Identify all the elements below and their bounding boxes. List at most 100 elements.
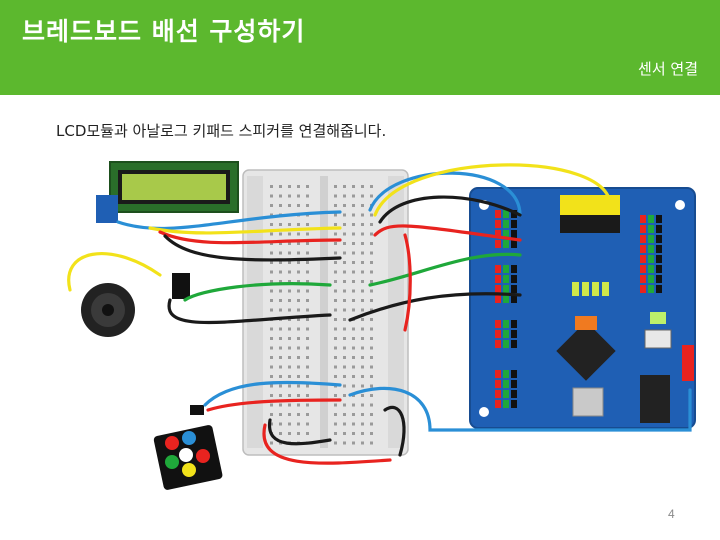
breadboard-hole [297, 308, 300, 312]
breadboard-hole [343, 194, 346, 198]
breadboard-hole [297, 422, 300, 426]
breadboard-hole [352, 270, 355, 274]
breadboard-hole [306, 432, 309, 435]
breadboard-hole [279, 194, 282, 198]
breadboard-hole [279, 280, 282, 283]
header-pin [511, 230, 517, 238]
breadboard-hole [343, 337, 346, 340]
breadboard-hole [279, 289, 282, 293]
breadboard-hole [352, 394, 355, 397]
breadboard-hole [343, 413, 346, 416]
breadboard-hole [279, 270, 282, 274]
breadboard-hole [352, 375, 355, 378]
breadboard-hole [306, 327, 309, 331]
breadboard-hole [297, 413, 300, 416]
breadboard-hole [334, 318, 337, 321]
header-pin [503, 390, 509, 398]
breadboard-hole [343, 384, 346, 388]
header-pin [495, 295, 501, 303]
breadboard-hole [288, 270, 291, 274]
breadboard-hole [279, 308, 282, 312]
breadboard-hole [297, 299, 300, 302]
breadboard-hole [288, 422, 291, 426]
breadboard-hole [279, 327, 282, 331]
breadboard-hole [288, 261, 291, 264]
breadboard-hole [270, 394, 273, 397]
breadboard-hole [334, 213, 337, 217]
header-pin [503, 220, 509, 228]
breadboard-hole [288, 403, 291, 407]
breadboard-hole [370, 213, 373, 217]
header-pin [503, 340, 509, 348]
breadboard-hole [334, 375, 337, 378]
breadboard-hole [361, 375, 364, 378]
header-pin [656, 265, 662, 273]
breadboard-hole [297, 289, 300, 293]
breadboard-hole [270, 356, 273, 359]
breadboard-hole [352, 232, 355, 236]
breadboard-hole [288, 251, 291, 255]
breadboard-hole [306, 299, 309, 302]
breadboard-hole [297, 194, 300, 198]
breadboard-hole [334, 270, 337, 274]
breadboard-hole [352, 346, 355, 350]
breadboard-hole [361, 270, 364, 274]
breadboard-hole [370, 299, 373, 302]
breadboard-hole [270, 375, 273, 378]
breadboard-hole [361, 346, 364, 350]
breadboard-hole [334, 280, 337, 283]
header-pin [495, 265, 501, 273]
breadboard-hole [370, 280, 373, 283]
breadboard-hole [288, 346, 291, 350]
analog-keypad [153, 405, 223, 490]
breadboard-hole [297, 356, 300, 359]
header-pin [495, 400, 501, 408]
breadboard-hole [279, 394, 282, 397]
breadboard-hole [270, 251, 273, 255]
breadboard-hole [270, 194, 273, 198]
header-pin [495, 285, 501, 293]
header-pin [495, 330, 501, 338]
breadboard-hole [279, 251, 282, 255]
breadboard-hole [352, 337, 355, 340]
breadboard-hole [361, 384, 364, 388]
breadboard-hole [297, 365, 300, 369]
breadboard-hole [361, 365, 364, 369]
header-pin [648, 275, 654, 283]
breadboard-hole [370, 270, 373, 274]
header-pin [656, 275, 662, 283]
header-pin [495, 275, 501, 283]
slide-caption: LCD모듈과 아날로그 키패드 스피커를 연결해줍니다. [56, 122, 387, 140]
breadboard-hole [370, 261, 373, 264]
header-pin [640, 255, 646, 263]
breadboard-hole [352, 299, 355, 302]
breadboard-hole [370, 394, 373, 397]
breadboard-hole [279, 384, 282, 388]
breadboard-hole [370, 242, 373, 245]
breadboard-hole [334, 403, 337, 407]
breadboard-hole [361, 413, 364, 416]
breadboard-hole [343, 261, 346, 264]
breadboard-hole [343, 318, 346, 321]
breadboard-hole [306, 289, 309, 293]
breadboard-hole [334, 394, 337, 397]
breadboard-hole [297, 280, 300, 283]
breadboard-hole [270, 403, 273, 407]
breadboard-hole [352, 261, 355, 264]
breadboard-hole [270, 270, 273, 274]
breadboard-hole [288, 318, 291, 321]
header-pin [503, 265, 509, 273]
breadboard-hole [370, 251, 373, 255]
breadboard-hole [270, 299, 273, 302]
breadboard-hole [288, 289, 291, 293]
breadboard-hole [297, 318, 300, 321]
breadboard-hole [370, 337, 373, 340]
breadboard-hole [279, 356, 282, 359]
speaker [81, 273, 190, 337]
breadboard-hole [306, 413, 309, 416]
breadboard-hole [370, 422, 373, 426]
breadboard-hole [288, 413, 291, 416]
header-pin [511, 220, 517, 228]
header-pin [495, 370, 501, 378]
breadboard-hole [279, 337, 282, 340]
